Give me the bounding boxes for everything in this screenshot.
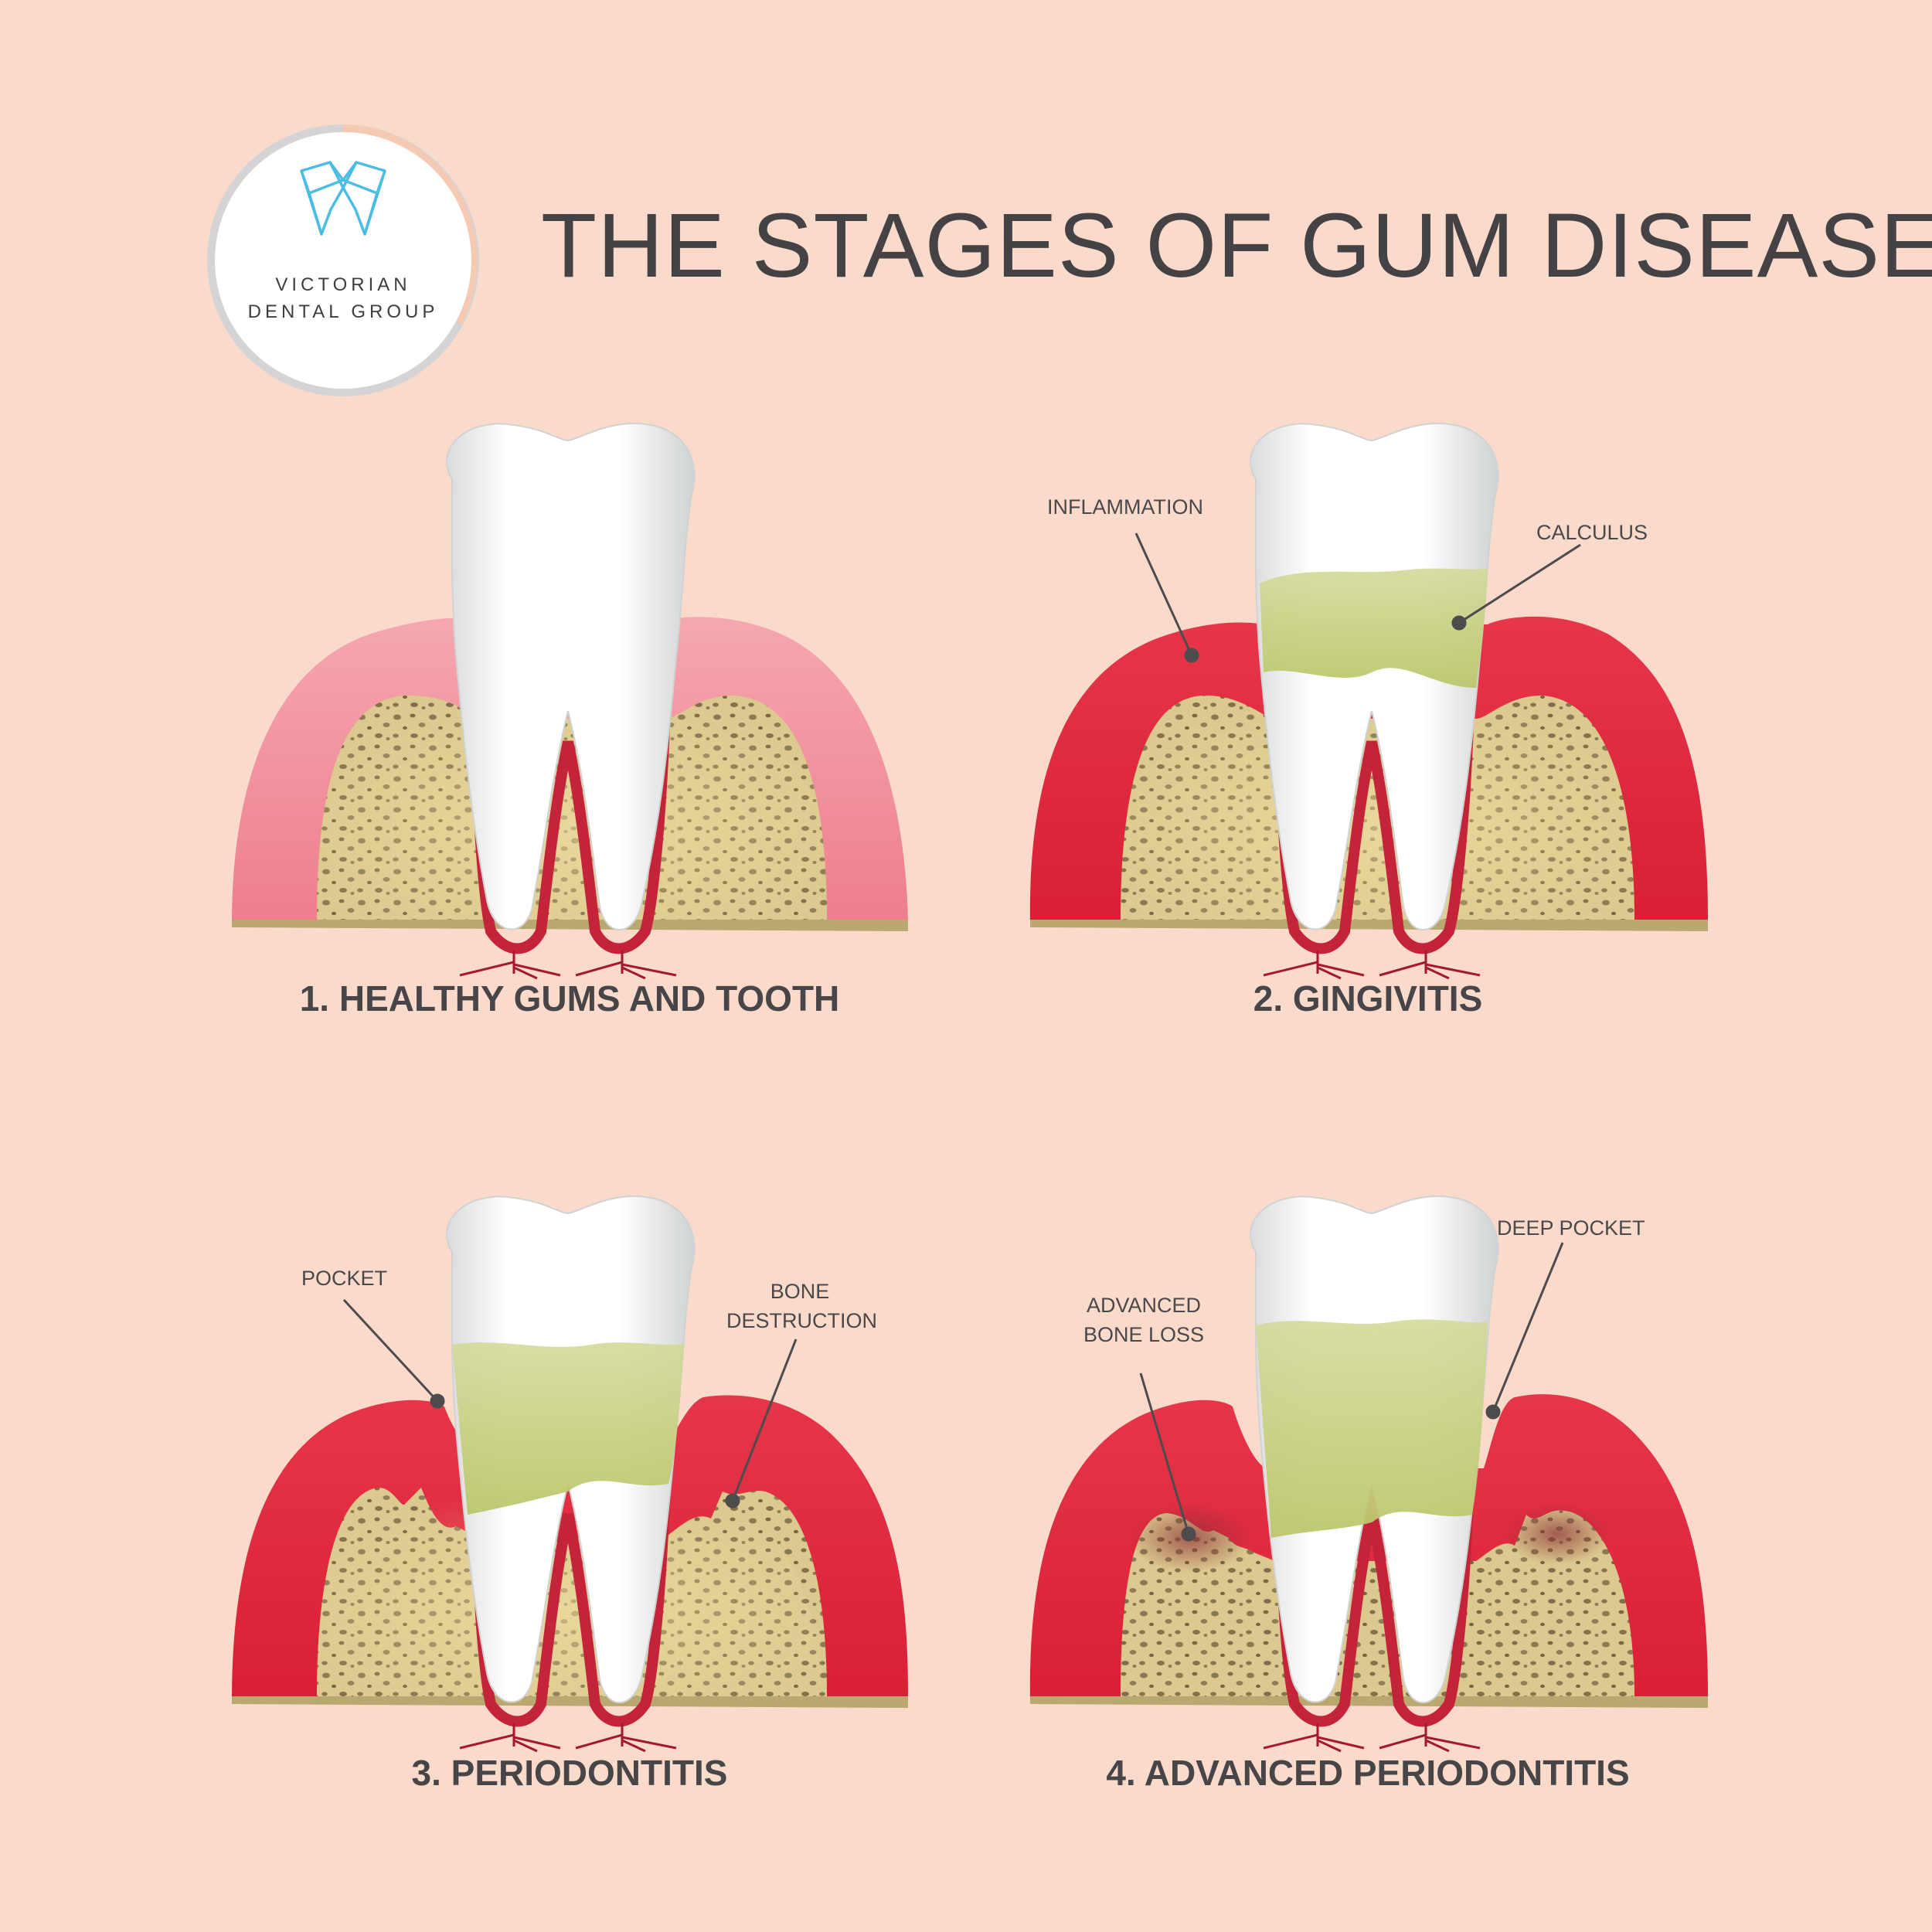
stage-3-illustration xyxy=(232,1195,908,1753)
callout-bone-destruction-line-1: BONE xyxy=(770,1280,830,1303)
callout-advanced-bone-loss-line-2: BONE LOSS xyxy=(1083,1323,1205,1346)
stage-4-illustration xyxy=(1029,1195,1708,1753)
leader-calculus xyxy=(1451,543,1581,631)
stage-4-label: 4. ADVANCED PERIODONTITIS xyxy=(1106,1753,1630,1793)
logo-text-line-1: VICTORIAN xyxy=(275,274,411,295)
callout-advanced-bone-loss: ADVANCED BONE LOSS xyxy=(1070,1291,1217,1349)
callout-leaders xyxy=(342,532,1581,1542)
logo xyxy=(207,124,479,396)
callout-deep-pocket: DEEP POCKET xyxy=(1497,1216,1645,1240)
stage-1-label: 1. HEALTHY GUMS AND TOOTH xyxy=(299,978,840,1019)
callout-bone-destruction: BONE DESTRUCTION xyxy=(726,1277,877,1335)
leader-deep-pocket xyxy=(1485,1242,1564,1420)
stage-2-label: 2. GINGIVITIS xyxy=(1253,978,1483,1019)
callout-bone-destruction-line-2: DESTRUCTION xyxy=(726,1309,877,1332)
callout-advanced-bone-loss-line-1: ADVANCED xyxy=(1086,1294,1202,1317)
leader-inflammation xyxy=(1134,532,1199,663)
callout-inflammation: INFLAMMATION xyxy=(1047,495,1203,519)
logo-text-line-2: DENTAL GROUP xyxy=(247,301,439,322)
leader-advanced-bone-loss xyxy=(1139,1372,1196,1542)
stage-3-label: 3. PERIODONTITIS xyxy=(411,1753,728,1793)
tooth-logo-icon xyxy=(300,161,386,236)
leader-pocket xyxy=(342,1298,445,1409)
stage-2-illustration xyxy=(1029,422,1708,980)
stage-1-illustration xyxy=(232,422,908,980)
callout-calculus: CALCULUS xyxy=(1536,521,1648,544)
callout-pocket: POCKET xyxy=(301,1267,388,1290)
page-title: THE STAGES OF GUM DISEASE xyxy=(541,195,1932,297)
leader-bone-destruction xyxy=(725,1338,798,1509)
